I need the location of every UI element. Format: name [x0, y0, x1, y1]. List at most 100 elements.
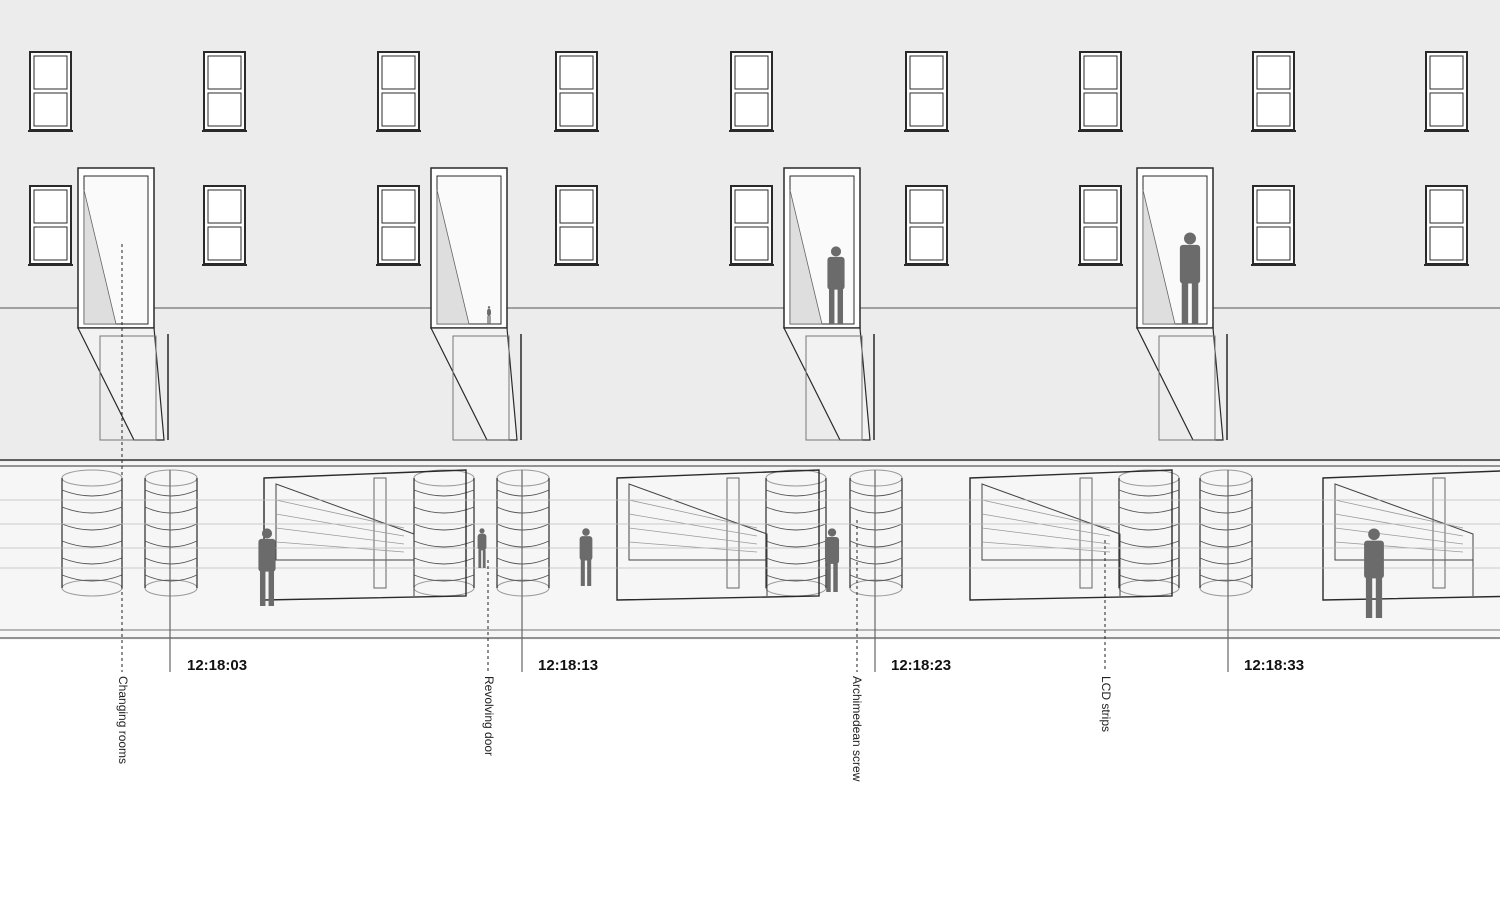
- screw-thread: [765, 506, 827, 514]
- window-pane: [1083, 226, 1118, 261]
- screw-thread: [765, 540, 827, 548]
- figure-leg: [587, 559, 592, 586]
- figure-leg: [1375, 577, 1383, 618]
- pod-hatch: [789, 189, 823, 325]
- figure-body: [579, 536, 593, 561]
- window: [904, 185, 949, 266]
- screw-thread: [849, 574, 903, 582]
- window-pane: [559, 55, 594, 90]
- pod-figure: [1179, 232, 1201, 324]
- screw-thread: [144, 557, 198, 565]
- figure-head: [830, 246, 842, 257]
- window-frame: [1252, 185, 1295, 265]
- figure-leg: [478, 550, 482, 568]
- lcd-strip: [981, 541, 1111, 553]
- figure-head: [261, 528, 273, 539]
- window-frame: [730, 185, 773, 265]
- window: [729, 51, 774, 132]
- lcd-strip: [628, 499, 758, 529]
- figure-body: [477, 533, 487, 551]
- figure-leg: [1181, 282, 1189, 324]
- screw-thread: [849, 489, 903, 497]
- window-pane: [207, 92, 242, 127]
- lcd-strip: [275, 541, 405, 553]
- window: [376, 185, 421, 266]
- window-frame: [1425, 51, 1468, 131]
- screw-thread: [413, 523, 475, 531]
- lcd-strip: [1334, 527, 1464, 545]
- street-stall: [1322, 470, 1500, 601]
- changing-room-pod: [77, 167, 169, 441]
- pod-hatch: [83, 189, 117, 325]
- lcd-strip: [1334, 499, 1464, 529]
- window-pane: [909, 55, 944, 90]
- figure-leg: [833, 563, 838, 592]
- window-frame: [29, 51, 72, 131]
- street-stall: [969, 469, 1173, 601]
- window-pane: [734, 92, 769, 127]
- screw-thread: [1118, 489, 1180, 497]
- pod-figure: [827, 246, 845, 324]
- lcd-strip: [981, 499, 1111, 529]
- window-frame: [555, 185, 598, 265]
- window-pane: [559, 92, 594, 127]
- window-frame: [555, 51, 598, 131]
- window: [1424, 185, 1469, 266]
- window-pane: [33, 55, 68, 90]
- screw-thread: [413, 540, 475, 548]
- window-pane: [909, 226, 944, 261]
- figure-body: [487, 308, 491, 317]
- window: [729, 185, 774, 266]
- screw-thread: [413, 557, 475, 565]
- window: [28, 185, 73, 266]
- screw-thread: [496, 574, 550, 582]
- screw-thread: [765, 574, 827, 582]
- screw-thread: [765, 523, 827, 531]
- window-frame: [377, 51, 420, 131]
- screw-thread: [413, 489, 475, 497]
- window-pane: [1083, 92, 1118, 127]
- pod-figure: [487, 306, 491, 324]
- window-pane: [1083, 55, 1118, 90]
- pedestrian-figure: [477, 528, 487, 568]
- screw-thread: [849, 523, 903, 531]
- screw-thread: [849, 557, 903, 565]
- street-modules-layer: [0, 469, 1500, 601]
- window-pane: [207, 226, 242, 261]
- lcd-strip: [275, 499, 405, 529]
- screw-thread: [144, 506, 198, 514]
- window-pane: [33, 92, 68, 127]
- figure-leg: [826, 563, 831, 592]
- screw-thread: [1118, 540, 1180, 548]
- figure-leg: [828, 288, 835, 324]
- window-pane: [33, 226, 68, 261]
- screw-thread: [61, 574, 123, 582]
- screw-thread: [849, 540, 903, 548]
- screw-thread: [496, 489, 550, 497]
- screw-thread: [496, 557, 550, 565]
- window-pane: [909, 92, 944, 127]
- pod-doorway: [452, 335, 510, 441]
- rotating-cylinder: [1199, 469, 1253, 597]
- figure-head: [1368, 528, 1380, 541]
- window-pane: [734, 226, 769, 261]
- window-pane: [1256, 189, 1291, 224]
- window-frame: [905, 185, 948, 265]
- figure-head: [582, 528, 590, 536]
- figure-leg: [837, 288, 844, 324]
- window-frame: [203, 51, 246, 131]
- window-pane: [1429, 55, 1464, 90]
- figure-leg: [1365, 577, 1373, 618]
- window-frame: [1079, 185, 1122, 265]
- rotating-cylinder: [496, 469, 550, 597]
- figure-head: [479, 528, 485, 534]
- window: [1251, 51, 1296, 132]
- window-pane: [1429, 92, 1464, 127]
- stall-frame: [616, 469, 820, 601]
- rotating-cylinder: [144, 469, 198, 597]
- pedestrian-figure: [1364, 528, 1384, 618]
- street-stall: [616, 469, 820, 601]
- window-pane: [381, 55, 416, 90]
- screw-thread: [1199, 557, 1253, 565]
